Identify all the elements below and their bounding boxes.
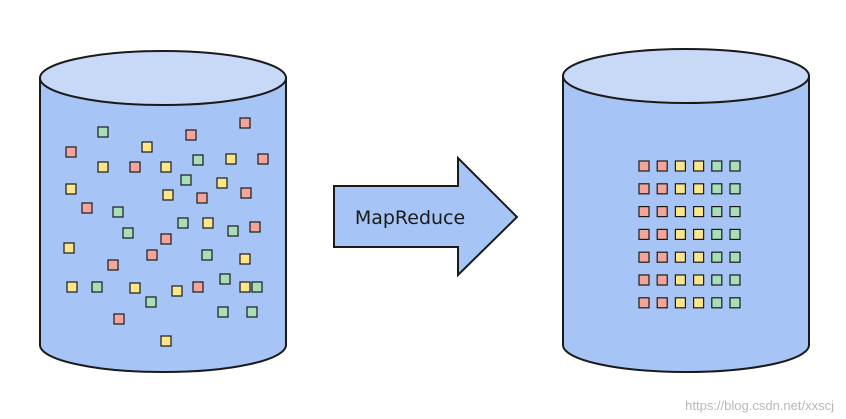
mapreduce-arrow: MapReduce (333, 155, 519, 278)
data-square-red (146, 249, 158, 261)
data-square-yellow (141, 141, 153, 153)
output-cylinder-top (562, 48, 810, 104)
grid-square-red (638, 228, 650, 240)
grid-square-yellow (674, 297, 687, 309)
data-square-red (107, 259, 119, 271)
arrow-label: MapReduce (355, 207, 465, 229)
data-square-yellow (171, 285, 183, 297)
data-square-green (219, 273, 231, 285)
grid-square-yellow (674, 183, 687, 195)
grid-square-red (638, 160, 650, 172)
watermark-text: https://blog.csdn.net/xxscj (685, 398, 834, 413)
grid-square-green (711, 228, 723, 240)
data-square-red (65, 146, 77, 158)
grid-square-yellow (674, 160, 687, 172)
grid-square-green (729, 274, 741, 286)
grid-square-yellow (692, 228, 705, 240)
data-square-red (240, 187, 252, 199)
data-square-red (129, 161, 141, 173)
data-square-red (239, 117, 251, 129)
grid-square-yellow (692, 274, 705, 286)
grid-square-red (638, 251, 650, 263)
output-cylinder-body (562, 75, 810, 373)
grid-square-red (656, 274, 668, 286)
data-square-green (91, 281, 103, 293)
input-cylinder-top (39, 50, 287, 106)
data-square-green (251, 281, 263, 293)
grid-square-red (656, 297, 668, 309)
grid-square-yellow (692, 206, 705, 218)
data-square-red (160, 233, 172, 245)
grid-square-red (638, 206, 650, 218)
ordered-data-grid (638, 160, 741, 309)
data-square-red (185, 129, 197, 141)
data-square-yellow (225, 153, 237, 165)
grid-square-green (711, 206, 723, 218)
grid-square-red (638, 183, 650, 195)
grid-square-green (729, 228, 741, 240)
input-data-cylinder (39, 50, 287, 373)
grid-square-red (638, 297, 650, 309)
grid-square-green (729, 251, 741, 263)
data-square-yellow (160, 335, 172, 347)
data-square-green (122, 227, 134, 239)
grid-square-yellow (674, 228, 687, 240)
grid-square-yellow (692, 160, 705, 172)
data-square-green (246, 306, 258, 318)
grid-square-green (729, 183, 741, 195)
grid-square-yellow (692, 183, 705, 195)
data-square-red (81, 202, 93, 214)
grid-square-green (711, 274, 723, 286)
data-square-yellow (202, 217, 214, 229)
data-square-green (97, 126, 109, 138)
grid-square-yellow (692, 251, 705, 263)
output-data-cylinder (562, 48, 810, 373)
data-square-yellow (239, 281, 251, 293)
grid-square-green (711, 297, 723, 309)
grid-square-green (729, 297, 741, 309)
scattered-data-squares (63, 117, 269, 347)
grid-square-yellow (674, 206, 687, 218)
data-square-red (113, 313, 125, 325)
grid-square-green (711, 183, 723, 195)
grid-square-yellow (674, 274, 687, 286)
grid-square-yellow (674, 251, 687, 263)
data-square-yellow (63, 242, 75, 254)
data-square-green (177, 217, 189, 229)
grid-square-green (711, 251, 723, 263)
grid-square-red (638, 274, 650, 286)
data-square-red (249, 221, 261, 233)
data-square-green (192, 154, 204, 166)
data-square-red (257, 153, 269, 165)
data-square-green (217, 306, 229, 318)
data-square-green (227, 225, 239, 237)
data-square-yellow (162, 189, 174, 201)
input-cylinder-body (39, 77, 287, 373)
arrow-shape (333, 155, 519, 278)
grid-square-red (656, 160, 668, 172)
grid-square-green (729, 206, 741, 218)
data-square-yellow (239, 253, 251, 265)
data-square-red (192, 281, 204, 293)
data-square-yellow (97, 161, 109, 173)
grid-square-red (656, 228, 668, 240)
data-square-red (196, 192, 208, 204)
grid-square-red (656, 251, 668, 263)
data-square-green (180, 174, 192, 186)
grid-square-yellow (692, 297, 705, 309)
grid-square-green (711, 160, 723, 172)
data-square-yellow (129, 282, 141, 294)
data-square-yellow (216, 177, 228, 189)
data-square-yellow (66, 281, 78, 293)
grid-square-green (729, 160, 741, 172)
data-square-green (112, 206, 124, 218)
grid-square-red (656, 206, 668, 218)
data-square-green (145, 296, 157, 308)
data-square-green (201, 249, 213, 261)
data-square-yellow (65, 183, 77, 195)
grid-square-red (656, 183, 668, 195)
data-square-yellow (160, 161, 172, 173)
